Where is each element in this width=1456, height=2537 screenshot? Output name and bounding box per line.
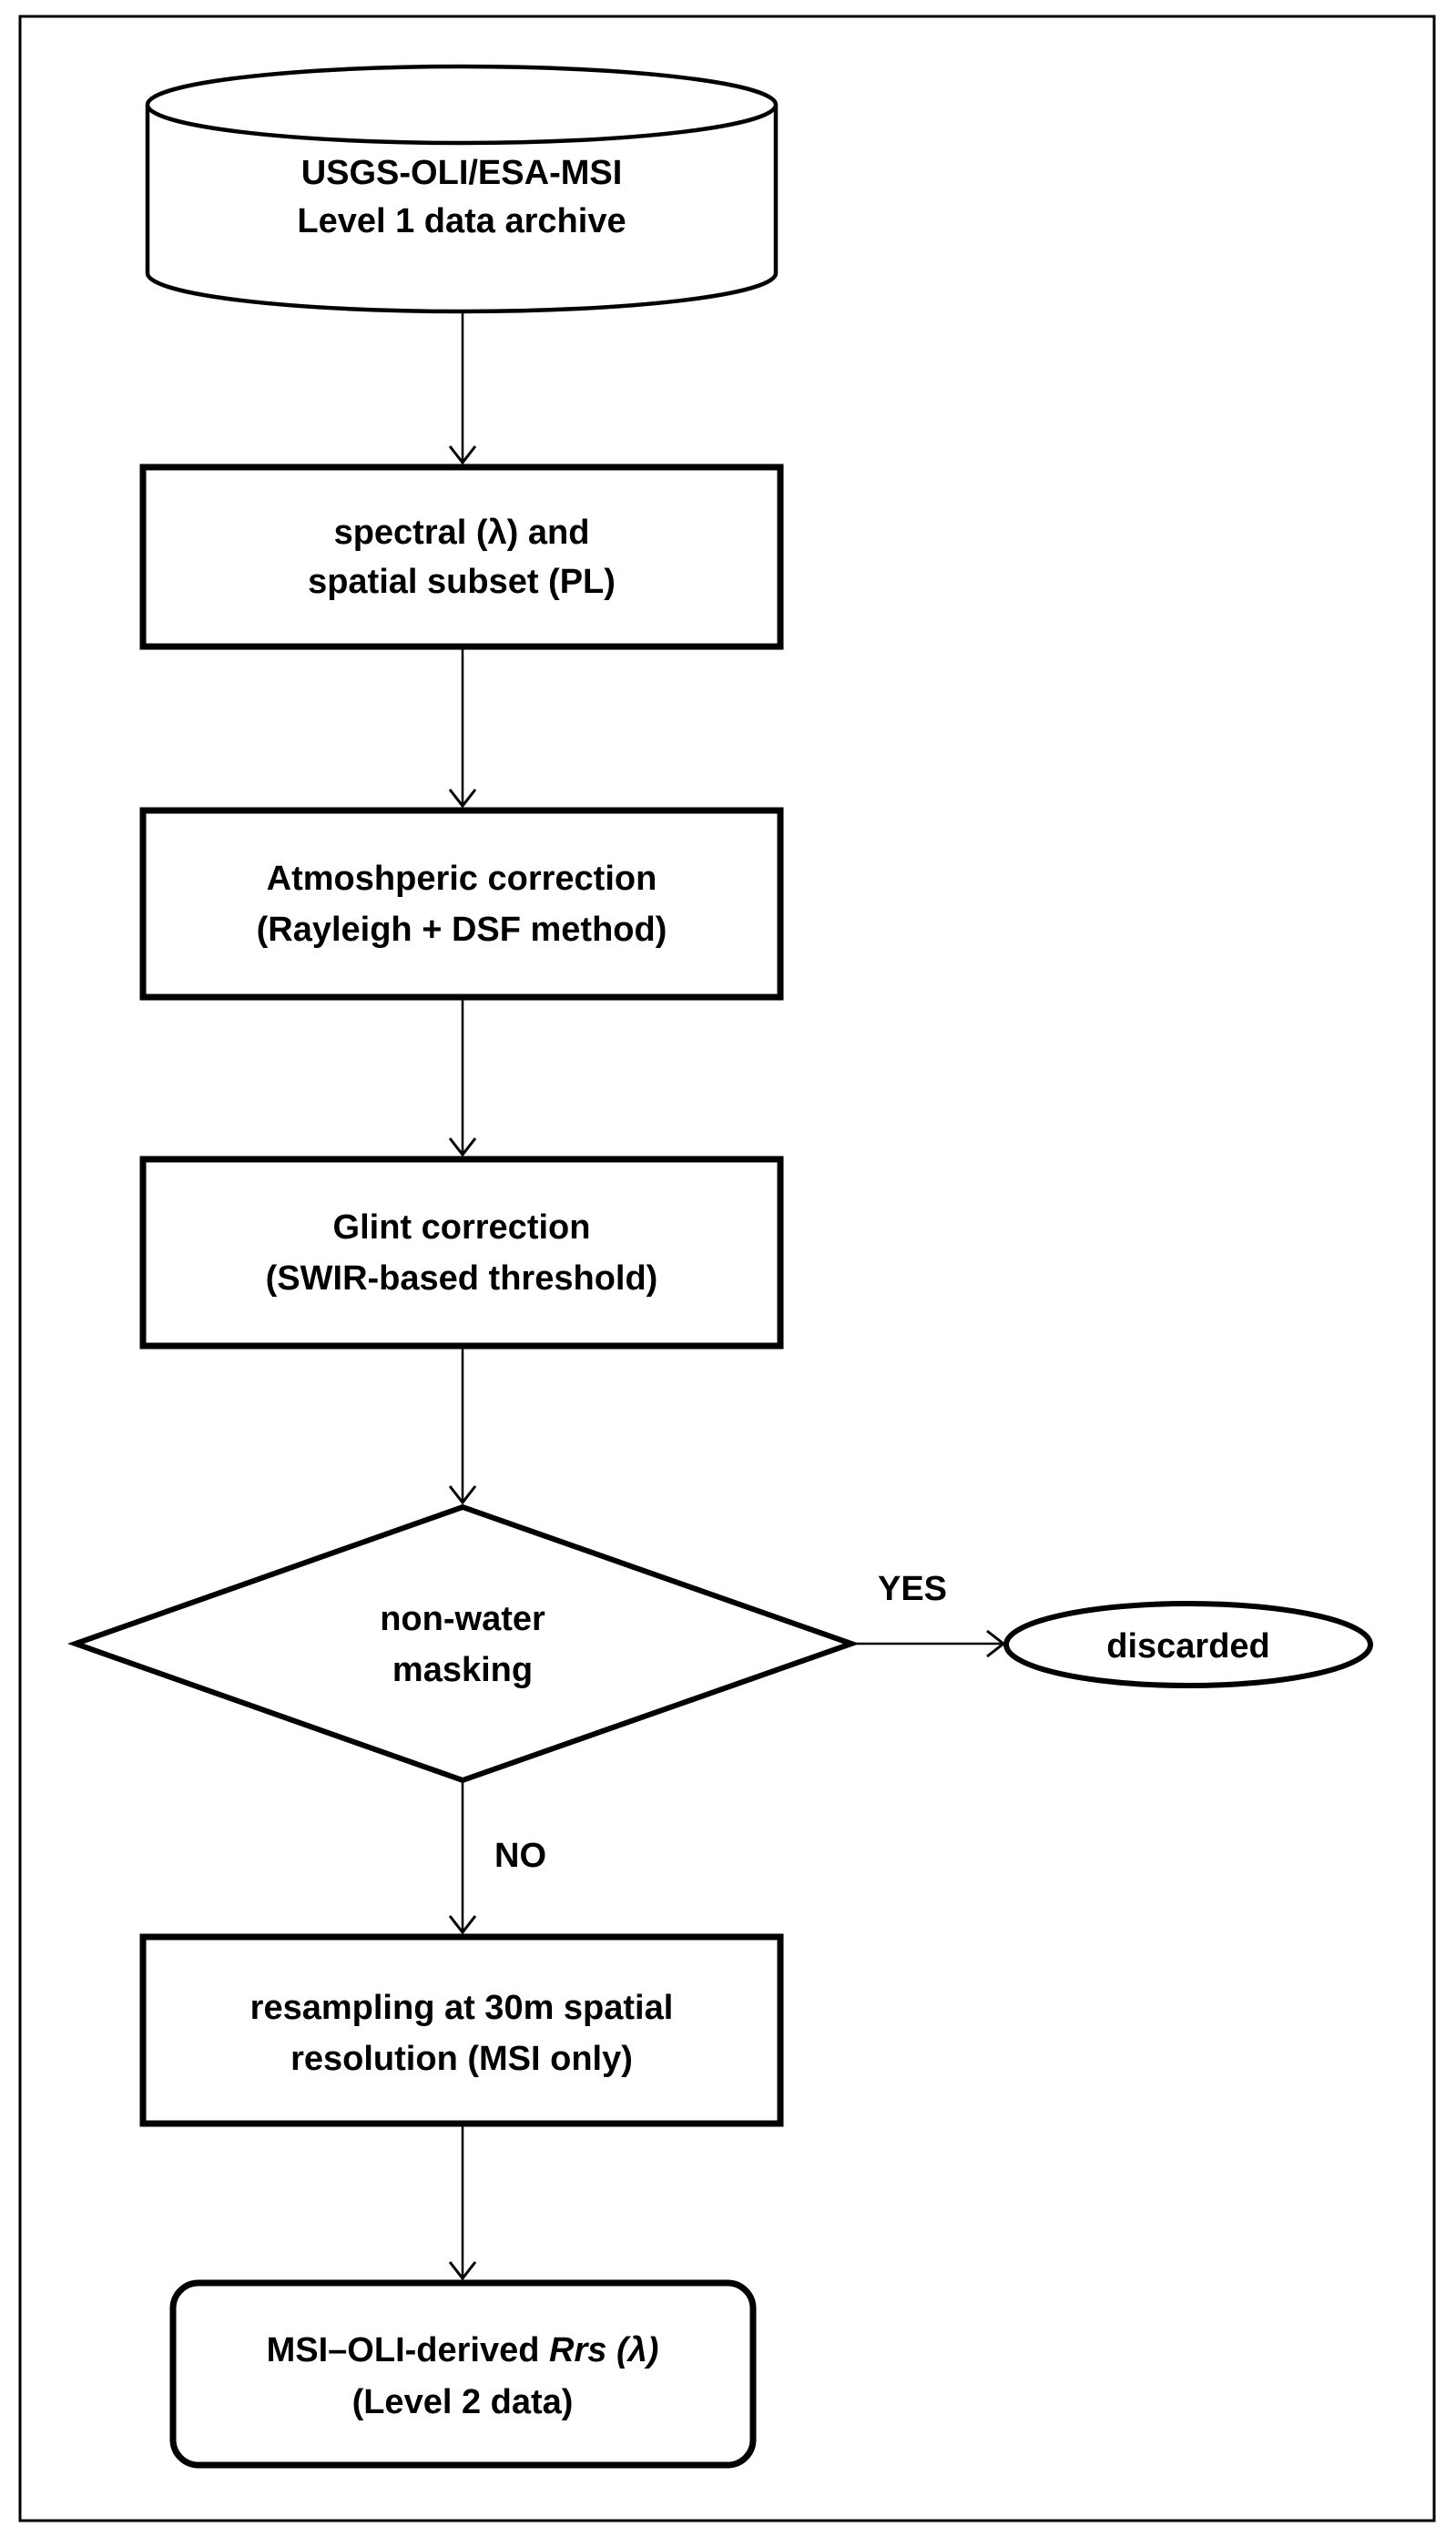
edge-label-yes: YES	[878, 1570, 947, 1608]
subset-label-line2: spatial subset (PL)	[308, 563, 616, 601]
subset-box	[139, 464, 784, 650]
output-node: MSI–OLI-derived Rrs (λ) (Level 2 data)	[169, 2279, 757, 2469]
atmospheric-node: Atmoshperic correction (Rayleigh + DSF m…	[139, 807, 784, 1001]
atmospheric-label-line2: (Rayleigh + DSF method)	[257, 911, 667, 949]
output-label-line1-prefix: MSI–OLI-derived	[267, 2331, 549, 2369]
discarded-ellipse	[1003, 1601, 1373, 1688]
glint-label-line2: (SWIR-based threshold)	[266, 1259, 658, 1298]
glint-node: Glint correction (SWIR-based threshold)	[139, 1156, 784, 1350]
glint-label-line1: Glint correction	[333, 1208, 591, 1247]
discarded-label: discarded	[1106, 1627, 1270, 1666]
archive-node: USGS-OLI/ESA-MSI Level 1 data archive	[145, 64, 779, 314]
masking-label-line1: non-water	[380, 1600, 545, 1638]
subset-label-line1: spectral (λ) and	[334, 514, 590, 552]
output-label-line2: (Level 2 data)	[352, 2383, 574, 2421]
archive-cylinder-body	[145, 105, 779, 314]
subset-node: spectral (λ) and spatial subset (PL)	[139, 464, 784, 650]
archive-label-line2: Level 1 data archive	[297, 202, 626, 240]
masking-label-line2: masking	[392, 1651, 533, 1689]
resampling-label-line1: resampling at 30m spatial	[250, 1989, 674, 2027]
archive-label-line1: USGS-OLI/ESA-MSI	[301, 154, 623, 192]
atmospheric-box	[139, 807, 784, 1001]
output-label-line1-italic: Rrs (λ)	[549, 2331, 658, 2369]
archive-cylinder-top	[145, 64, 779, 146]
resampling-node: resampling at 30m spatial resolution (MS…	[139, 1933, 784, 2127]
output-label-line1: MSI–OLI-derived Rrs (λ)	[267, 2331, 659, 2369]
resampling-box	[139, 1933, 784, 2127]
glint-box	[139, 1156, 784, 1350]
resampling-label-line2: resolution (MSI only)	[290, 2040, 633, 2078]
atmospheric-label-line1: Atmoshperic correction	[267, 860, 657, 898]
output-box	[169, 2279, 757, 2469]
edge-label-no: NO	[494, 1837, 546, 1875]
discarded-node: discarded	[1003, 1601, 1373, 1688]
